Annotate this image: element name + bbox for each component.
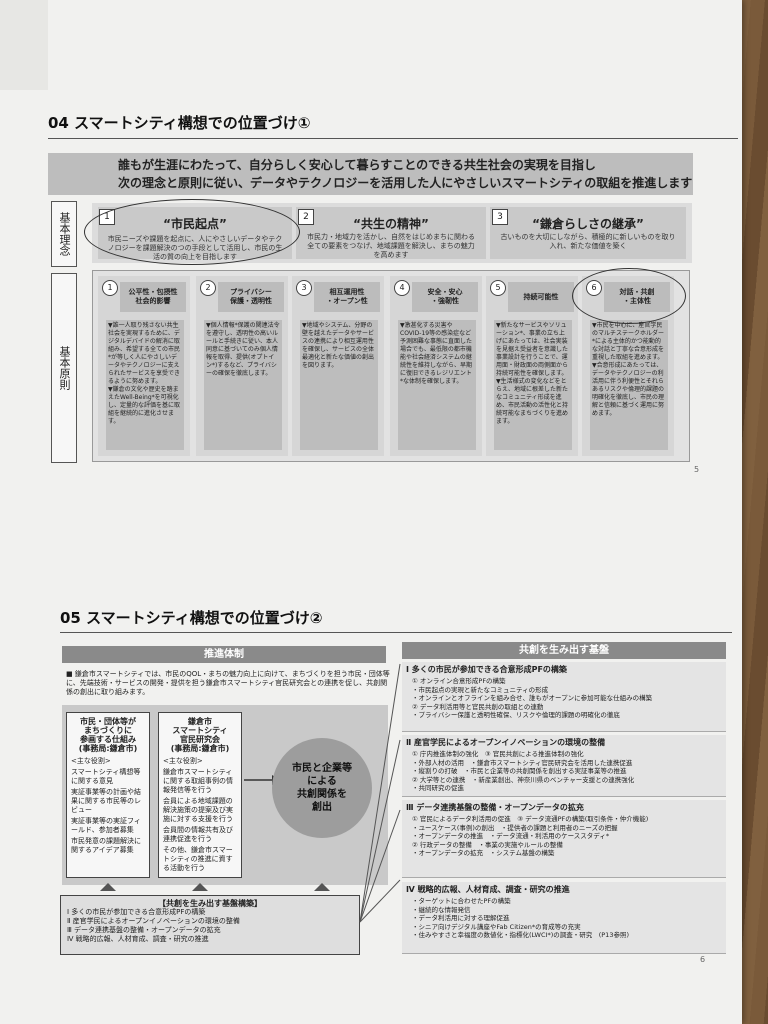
label-basic-ideals: 基本理念 [51,201,77,267]
research-box-role: <主な役割> [163,757,203,765]
principle-6-text: ▼市民を中心に、産官学民のマルチステークホルダー*による主体的かつ能動的な対話と… [590,320,668,450]
handdrawn-circle-ideal-1 [84,199,300,265]
foundation-section-1-line: ・市民起点の実現と新たなコミュニティの形成 [412,685,549,694]
ideal-card-3 [490,207,686,259]
principle-2-title: プライバシー 保護・透明性 [218,282,284,312]
foundation-section-1-line: ・オンラインとオフラインを組み合せ、誰もがオープンに参加可能な仕組みの構築 [412,694,653,702]
foundation-section-2-line: ② 大学等との連携 ・新産業創出、神奈川県のベンチャー支援との連携強化 [412,775,635,784]
foundation-section-4-line: ・住みやすさと幸福度の数値化・指標化(LWCI*)の調査・研究 (P13参照) [412,931,629,939]
ideal-card-2 [296,207,486,259]
citizen-participation-box: 市民・団体等が まちづくりに 参画する仕組み (事務局:鎌倉市) <主な役割> … [66,712,150,878]
structure-intro-text: 鎌倉市スマートシティでは、市民のQOL・まちの魅力向上に向けて、まちづくりを担う… [66,670,390,696]
page2-title: 05 スマートシティ構想での位置づけ② [60,609,323,627]
principle-1-number: 1 [102,280,118,296]
foundation-section-1-title: Ⅰ 多くの市民が参加できる合意形成PFの構築 [406,665,567,674]
citizen-box-item-4: 市民発意の課題解決に関するアイデア募集 [71,837,141,854]
principle-3-text: ▼地域やシステム、分野の壁を越えたデータやサービスの連携により相互運用性を確保し… [300,320,378,450]
principle-1-title: 公平性・包摂性 社会的影響 [120,282,186,312]
foundation-section-2-line: ・外部人材の活用 ・鎌倉市スマートシティ官民研究会を活用した連携促進 [412,758,633,767]
foundation-section-4-line: ・継続的な情報発信 [412,905,471,914]
foundation-section-3-title: Ⅲ データ連携基盤の整備・オープンデータの拡充 [406,803,584,812]
summary-item-1: Ⅰ 多くの市民が参加できる合意形成PFの構築 [67,908,206,916]
citizen-box-role: <主な役割> [71,757,111,765]
up-triangle-2 [192,883,208,891]
foundation-section-3: Ⅲ データ連携基盤の整備・オープンデータの拡充 ① 官民によるデータ利活用の促進 … [402,800,726,878]
foundation-section-1-line: ① オンライン合意形成PFの構築 [412,677,506,685]
foundation-section-3-line: ・オープンデータの推進 ・データ流通・利活用のケーススタディ* [412,832,610,840]
research-box-items: 鎌倉市スマートシティに関する取組事例の情報発信等を行う会員による地域課題の解決施… [163,768,237,873]
citizen-box-item-1: スマートシティ構想等に関する意見 [71,768,141,785]
principle-5-number: 5 [490,280,506,296]
citizen-box-title: 市民・団体等が まちづくりに 参画する仕組み (事務局:鎌倉市) [78,717,138,753]
foundation-section-4: Ⅳ 戦略的広報、人材育成、調査・研究の推進・ターゲットに合わせたPFの構築・継続… [402,882,726,954]
ideal-3-title: “鎌倉らしさの継承” [532,217,644,231]
principle-4-number: 4 [394,280,410,296]
foundation-section-3-line: ・ユースケース(事例)の創出 ・提供者の課題と利用者のニーズの把握 [412,823,618,832]
foundation-section-3-line: ② 行政データの整備 ・事業の実施やルールの整備 [412,840,563,849]
research-box-item-1: 鎌倉市スマートシティに関する取組事例の情報発信等を行う [163,768,233,794]
ideal-3-number: 3 [492,209,508,225]
structure-intro: ■ 鎌倉市スマートシティでは、市民のQOL・まちの魅力向上に向けて、まちづくりを… [66,670,390,696]
principle-3-number: 3 [296,280,312,296]
vision-line-2: 次の理念と原則に従い、データやテクノロジーを活用した人にやさしいスマートシティの… [118,176,693,190]
research-box-item-2: 会員による地域課題の解決施策の提案及び実施に対する支援を行う [163,797,233,823]
paper-sheet: 04 スマートシティ構想での位置づけ① 誰もが生涯にわたって、自分らしく安心して… [0,0,742,1024]
citizen-box-items: スマートシティ構想等に関する意見実証事業等の計画や結果に関する市民等のレビュー実… [71,768,145,855]
ideal-3-desc: 古いものを大切にしながら、積極的に新しいものを取り入れ、新たな価値を築く [500,233,676,250]
page1-title-rule [48,138,738,139]
foundation-section-1-line: ② データ利活用等と官民共創の取組との連動 [412,702,544,711]
citizen-box-item-2: 実証事業等の計画や結果に関する市民等のレビュー [71,788,141,814]
page1-title: 04 スマートシティ構想での位置づけ① [48,114,311,132]
principle-2-text: ▼個人情報*保護の関連法令を遵守し、透明性の高いルールと手続きに従い、本人同意に… [204,320,282,450]
research-box-title: 鎌倉市 スマートシティ 官民研究会 (事務局:鎌倉市) [170,717,230,753]
co-creation-circle: 市民と企業等 による 共創関係を 創出 [272,738,372,838]
foundation-section-2: Ⅱ 産官学民によるオープンイノベーションの環境の整備 ① 庁内推進体制の強化 ③ … [402,735,726,797]
left-section-header: 推進体制 [62,646,386,663]
public-private-research-box: 鎌倉市 スマートシティ 官民研究会 (事務局:鎌倉市) <主な役割> 鎌倉市スマ… [158,712,242,878]
page2-title-rule [60,632,732,633]
foundation-section-4-line: ・シニア向けデジタル講座やFab Citizen*の育成等の充実 [412,922,581,931]
foundation-section-4-title: Ⅳ 戦略的広報、人材育成、調査・研究の推進 [406,885,570,894]
foundation-section-2-title: Ⅱ 産官学民によるオープンイノベーションの環境の整備 [406,738,606,747]
principle-3-title: 相互運用性 ・オープン性 [314,282,380,312]
foundation-section-3-line: ・オープンデータの拡充 ・システム基盤の構築 [412,849,555,857]
page-curl [0,0,48,90]
research-box-item-3: 会員間の情報共有及び連携促進を行う [163,826,233,843]
foundation-section-1: Ⅰ 多くの市民が参加できる合意形成PFの構築 ① オンライン合意形成PFの構築・市… [402,662,726,732]
right-section-header: 共創を生み出す基盤 [402,642,726,659]
summary-item-2: Ⅱ 産官学民によるオープンイノベーションの環境の整備 [67,917,240,925]
principle-1-text: ▼誰一人取り残さない共生社会を実現するために、デジタルデバイドの解消に取組み、希… [106,320,184,450]
summary-item-4: Ⅳ 戦略的広報、人材育成、調査・研究の推進 [67,935,209,943]
summary-item-3: Ⅲ データ連携基盤の整備・オープンデータの拡充 [67,926,221,934]
label-basic-principles: 基本原則 [51,273,77,463]
page2-number: 6 [700,955,706,964]
citizen-box-item-3: 実証事業等の実証フィールド、参加者募集 [71,817,141,834]
research-box-item-4: その他、鎌倉市スマートシティの推進に資する活動を行う [163,846,233,872]
up-triangle-1 [100,883,116,891]
handdrawn-circle-principle-6 [572,268,686,324]
principle-2-number: 2 [200,280,216,296]
foundation-section-4-line: ・ターゲットに合わせたPFの構築 [412,897,511,905]
summary-title: 【共創を生み出す基盤構築】 [158,899,262,908]
principle-4-title: 安全・安心 ・強靭性 [412,282,478,312]
foundation-section-2-line: ・縦割りの打破 ・市民と企業等の共創関係を創出する実証事業等の推進 [412,767,627,775]
foundation-section-4-line: ・データ利活用に対する理解促進 [412,914,510,922]
foundation-section-1-line: ・プライバシー保護と透明性確保、リスクや倫理的課題の明確化の徹底 [412,711,620,719]
principle-4-text: ▼激甚化する災害やCOVID-19等の感染症など予測困難な事態に直面した場合でも… [398,320,476,450]
ideal-2-title: “共生の精神” [353,217,429,231]
foundation-section-2-line: ① 庁内推進体制の強化 ③ 官民共創による推進体制の強化 [412,750,584,758]
ideal-2-desc: 市民力・地域力を活かし、自然をはじめまちに関わる全ての要素をつなげ、地域課題を解… [307,233,475,259]
vision-banner: 誰もが生涯にわたって、自分らしく安心して暮らすことのできる共生社会の実現を目指し… [48,153,693,195]
connector-lines [359,663,401,923]
up-triangle-3 [314,883,330,891]
ideal-2-number: 2 [298,209,314,225]
foundation-section-3-line: ① 官民によるデータ利活用の促進 ③ データ流通PFの構築(取引条件・仲介機能) [412,815,649,823]
page1-number: 5 [694,465,700,474]
vision-line-1: 誰もが生涯にわたって、自分らしく安心して暮らすことのできる共生社会の実現を目指し [118,158,596,172]
principle-5-title: 持続可能性 [508,282,574,312]
principle-5-text: ▼新たなサービスやソリューション*、事業の立ち上げにあたっては、社会実装を見据え… [494,320,572,450]
foundation-section-2-line: ・共同研究の促進 [412,784,464,792]
